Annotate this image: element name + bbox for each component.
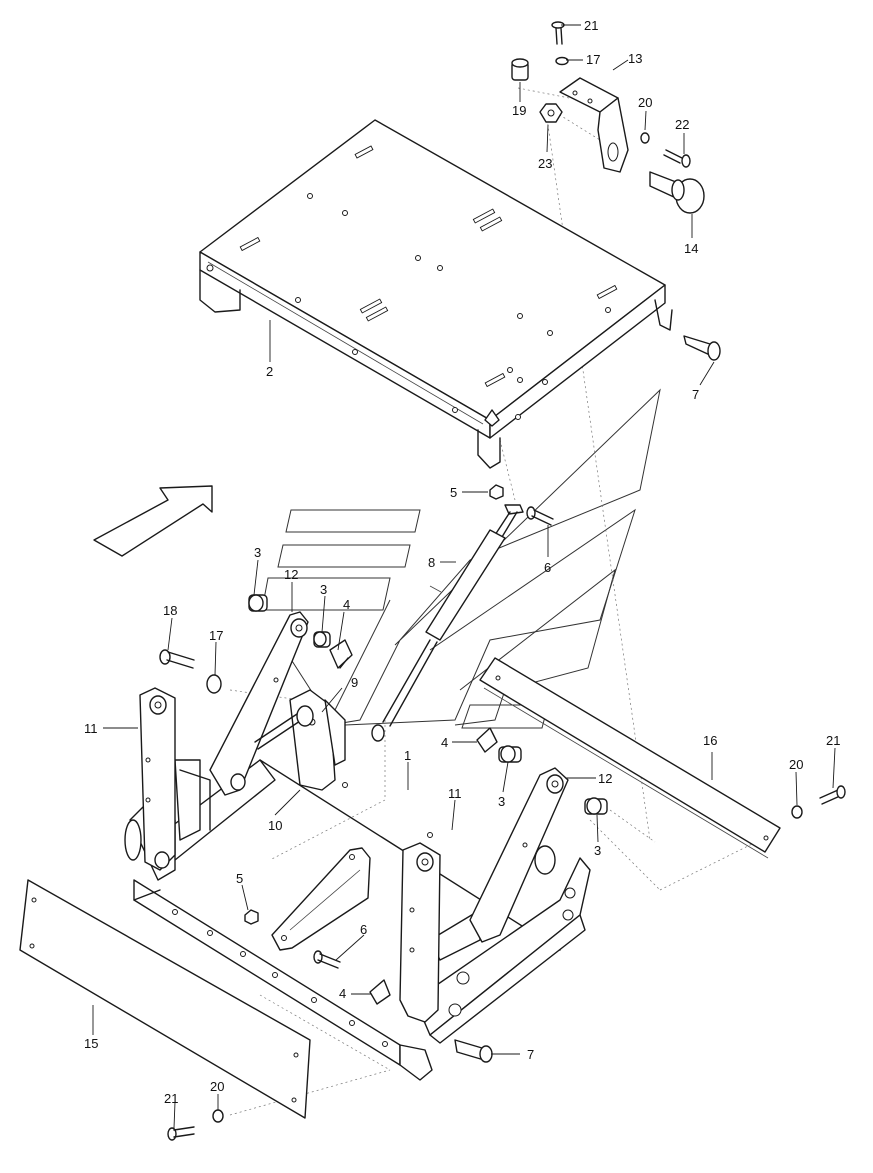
callout-7b: 7: [527, 1047, 534, 1062]
right-scissor-assembly: [414, 845, 591, 1044]
callout-21a: 21: [584, 18, 598, 33]
callout-10: 10: [268, 818, 282, 833]
part-4-clip-b: [476, 727, 498, 753]
part-3-bushing-c: [498, 745, 522, 763]
callout-12b: 12: [598, 771, 612, 786]
plate-slots: [239, 145, 618, 388]
callout-19: 19: [512, 103, 526, 118]
callout-leaders: [92, 24, 836, 1129]
part-6-bolt-lower: [313, 950, 341, 969]
part-16-bar: [479, 657, 781, 859]
part-20-washer-bottom: [212, 1109, 224, 1123]
callout-11b: 11: [448, 786, 462, 801]
part-3-bushing-d: [584, 797, 608, 815]
callout-4a: 4: [343, 597, 350, 612]
callout-6b: 6: [360, 922, 367, 937]
part-12-arm-right: [469, 767, 569, 943]
part-5-nut-upper: [489, 484, 504, 500]
callout-20b: 20: [789, 757, 803, 772]
part-11-arm-right: [399, 842, 441, 1023]
part-20-washer-right: [791, 805, 803, 819]
part-4-clip-a: [329, 639, 353, 669]
part-4-clip-c: [369, 979, 391, 1005]
callout-20c: 20: [210, 1079, 224, 1094]
callout-3d: 3: [594, 843, 601, 858]
callout-18: 18: [163, 603, 177, 618]
direction-arrow: [93, 485, 213, 557]
part-17-washer-top: [555, 56, 569, 66]
frame-holes: [172, 782, 433, 1047]
callout-14: 14: [684, 241, 698, 256]
callout-23: 23: [538, 156, 552, 171]
callout-8: 8: [428, 555, 435, 570]
callout-labels: 21 17 13 19 20 22 23 14 2 7 5 6 8 3 12 3…: [84, 18, 840, 1106]
callout-3b: 3: [320, 582, 327, 597]
part-19-spacer: [511, 58, 529, 81]
callout-1: 1: [404, 748, 411, 763]
callout-4b: 4: [441, 735, 448, 750]
callout-12a: 12: [284, 567, 298, 582]
callout-9: 9: [351, 675, 358, 690]
callout-21b: 21: [826, 733, 840, 748]
part-8-gas-strut: [371, 504, 524, 742]
callout-21c: 21: [164, 1091, 178, 1106]
callout-11a: 11: [84, 721, 98, 736]
callout-3c: 3: [498, 794, 505, 809]
callout-5b: 5: [236, 871, 243, 886]
part-7-pin-top: [683, 335, 721, 361]
part-7-pin-lower: [454, 1039, 493, 1063]
part-22-screw: [663, 149, 691, 168]
callout-20a: 20: [638, 95, 652, 110]
part-17-washer-left: [206, 674, 222, 694]
part-6-bolt-upper: [526, 506, 554, 526]
part-15-cover-plate: [19, 879, 311, 1119]
callout-5a: 5: [450, 485, 457, 500]
part-5-nut-lower: [244, 909, 259, 925]
part-9-link: [271, 847, 371, 951]
callout-6a: 6: [544, 560, 551, 575]
callout-17a: 17: [586, 52, 600, 67]
part-21-bolt-top: [551, 21, 565, 45]
part-2-seat-plate: [199, 119, 673, 469]
part-3-bushing-b: [313, 631, 331, 648]
callout-3a: 3: [254, 545, 261, 560]
part-11-arm-left: [139, 687, 176, 871]
callout-4c: 4: [339, 986, 346, 1001]
part-3-bushing-a: [248, 594, 268, 612]
part-12-arm-left: [209, 611, 309, 796]
part-23-nut: [539, 103, 563, 123]
part-13-bracket: [559, 77, 629, 173]
plate-holes: [206, 193, 611, 420]
callout-16: 16: [703, 733, 717, 748]
callout-2: 2: [266, 364, 273, 379]
callout-17b: 17: [209, 628, 223, 643]
cross-shaft: [254, 705, 314, 750]
watermark-logo: [261, 388, 661, 729]
part-14-knob: [649, 171, 705, 214]
part-10-bracket: [289, 689, 346, 791]
callout-22: 22: [675, 117, 689, 132]
callout-15: 15: [84, 1036, 98, 1051]
part-21-bolt-bottom: [167, 1126, 195, 1141]
part-1-base-frame: [133, 759, 561, 1081]
part-21-bolt-right: [819, 785, 846, 805]
part-20-washer-top: [640, 132, 650, 144]
callout-13: 13: [628, 51, 642, 66]
part-18-bolt: [159, 649, 195, 669]
callout-7a: 7: [692, 387, 699, 402]
